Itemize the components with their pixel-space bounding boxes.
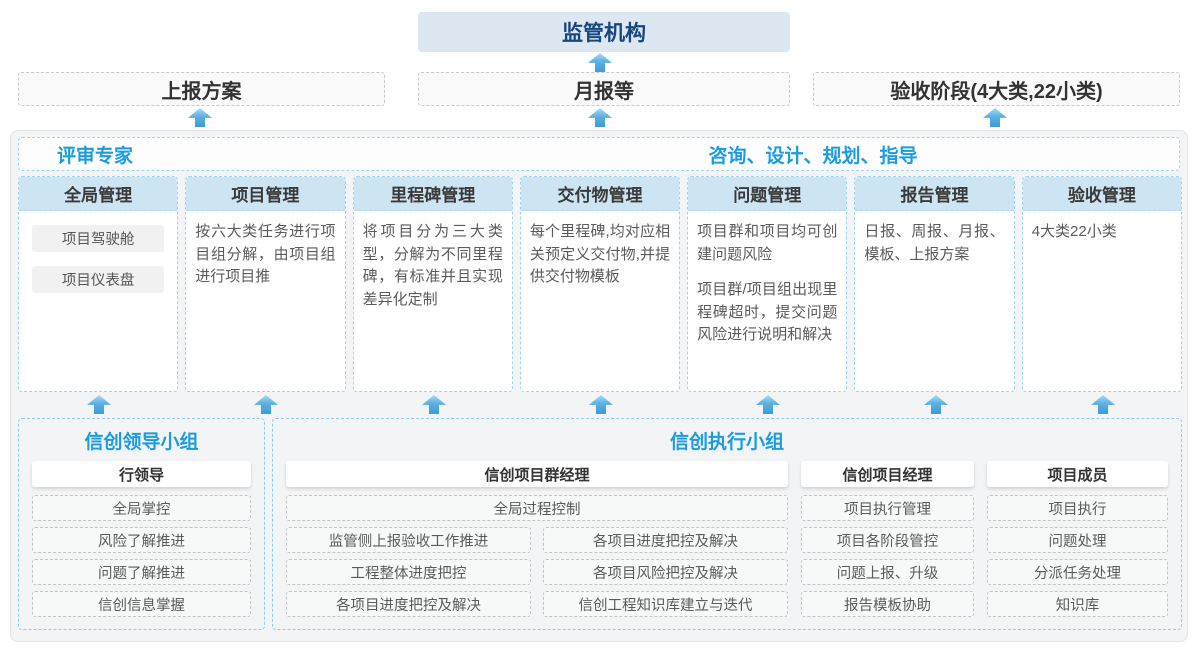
module-description: 4大类22小类 (1023, 211, 1181, 254)
up-arrow-icon (983, 108, 1007, 127)
module-title: 问题管理 (688, 177, 847, 211)
pm-duty-item: 项目执行管理 (801, 495, 974, 521)
role-project-manager: 信创项目经理 (801, 461, 974, 487)
chip-project-cockpit: 项目驾驶舱 (32, 225, 165, 252)
module-description: 每个里程碑,均对应相关预定义交付物,并提供交付物模板 (521, 211, 679, 299)
pgm-duty-column-right: 各项目进度把控及解决 各项目风险把控及解决 信创工程知识库建立与迭代 (543, 521, 788, 617)
project-member-section: 项目成员 项目执行 问题处理 分派任务处理 知识库 (987, 453, 1168, 617)
leader-group: 信创领导小组 行领导 全局掌控 风险了解推进 问题了解推进 信创信息掌握 (18, 418, 265, 630)
pgm-duty-item: 各项目风险把控及解决 (543, 559, 788, 585)
pgm-duty-item: 全局过程控制 (286, 495, 788, 521)
module-title: 里程碑管理 (353, 177, 512, 211)
module-paragraph: 将项目分为三大类型，分解为不同里程碑，有标准并且实现差异化定制 (362, 223, 503, 308)
program-manager-section: 信创项目群经理 全局过程控制 监管侧上报验收工作推进 工程整体进度把控 各项目进… (286, 453, 788, 617)
advisor-strip: 评审专家 咨询、设计、规划、指导 (18, 137, 1180, 171)
module-report-management: 报告管理 日报、周报、月报、模板、上报方案 (854, 176, 1015, 392)
leader-duty-item: 信创信息掌握 (32, 591, 251, 617)
exec-group: 信创执行小组 信创项目群经理 全局过程控制 监管侧上报验收工作推进 工程整体进度… (272, 418, 1182, 630)
module-columns: 全局管理 项目驾驶舱 项目仪表盘 项目管理 按六大类任务进行项目组分解，由项目组… (18, 176, 1182, 392)
module-paragraph: 按六大类任务进行项目组分解，由项目组进行项目推 (195, 223, 336, 285)
up-arrow-icon (188, 108, 212, 127)
pm-duty-item: 问题上报、升级 (801, 559, 974, 585)
module-acceptance-management: 验收管理 4大类22小类 (1021, 176, 1182, 392)
review-experts-title: 评审专家 (57, 145, 134, 167)
role-project-member: 项目成员 (987, 461, 1168, 487)
leader-duty-item: 全局掌控 (32, 495, 251, 521)
leader-duty-item: 风险了解推进 (32, 527, 251, 553)
exec-group-title: 信创执行小组 (669, 431, 784, 453)
module-issue-management: 问题管理 项目群和项目均可创建问题风险 项目群/项目组出现里程碑超时，提交问题风… (687, 176, 848, 392)
member-duty-item: 分派任务处理 (987, 559, 1168, 585)
module-title: 交付物管理 (520, 177, 680, 211)
chip-project-dashboard: 项目仪表盘 (32, 266, 165, 293)
module-title: 验收管理 (1022, 177, 1181, 211)
exec-group-content: 信创项目群经理 全局过程控制 监管侧上报验收工作推进 工程整体进度把控 各项目进… (273, 453, 1181, 617)
pgm-duty-item: 各项目进度把控及解决 (286, 591, 531, 617)
up-arrow-icon (588, 108, 612, 127)
consulting-title: 咨询、设计、规划、指导 (708, 145, 918, 167)
up-arrow-icon (588, 53, 612, 72)
leader-duty-item: 问题了解推进 (32, 559, 251, 585)
member-duty-item: 知识库 (987, 591, 1168, 617)
pgm-duty-item: 监管侧上报验收工作推进 (286, 527, 531, 553)
module-paragraph: 4大类22小类 (1031, 223, 1117, 240)
module-description: 按六大类任务进行项目组分解，由项目组进行项目推 (186, 211, 344, 299)
channel-report-plan: 上报方案 (18, 72, 385, 106)
channel-monthly-report: 月报等 (418, 72, 790, 106)
leader-group-title: 信创领导小组 (84, 431, 199, 453)
module-title: 项目管理 (186, 177, 345, 211)
module-paragraph: 项目群和项目均可创建问题风险 (697, 223, 838, 263)
module-paragraph: 项目群/项目组出现里程碑超时，提交问题风险进行说明和解决 (697, 281, 838, 343)
pgm-duty-column-left: 监管侧上报验收工作推进 工程整体进度把控 各项目进度把控及解决 (286, 521, 531, 617)
member-duty-item: 问题处理 (987, 527, 1168, 553)
module-milestone-management: 里程碑管理 将项目分为三大类型，分解为不同里程碑，有标准并且实现差异化定制 (352, 176, 513, 392)
pgm-duty-item: 信创工程知识库建立与迭代 (543, 591, 788, 617)
pm-duty-item: 报告模板协助 (801, 591, 974, 617)
role-program-manager: 信创项目群经理 (286, 461, 788, 487)
module-paragraph: 每个里程碑,均对应相关预定义交付物,并提供交付物模板 (529, 223, 671, 285)
pgm-duty-columns: 监管侧上报验收工作推进 工程整体进度把控 各项目进度把控及解决 各项目进度把控及… (286, 521, 788, 617)
channel-acceptance-stage: 验收阶段(4大类,22小类) (813, 72, 1180, 106)
member-duty-item: 项目执行 (987, 495, 1168, 521)
pgm-duty-item: 工程整体进度把控 (286, 559, 531, 585)
module-paragraph: 日报、周报、月报、模板、上报方案 (864, 223, 1005, 263)
module-global-management: 全局管理 项目驾驶舱 项目仪表盘 (18, 176, 179, 392)
module-description: 项目群和项目均可创建问题风险 项目群/项目组出现里程碑超时，提交问题风险进行说明… (688, 211, 846, 357)
project-manager-section: 信创项目经理 项目执行管理 项目各阶段管控 问题上报、升级 报告模板协助 (801, 453, 974, 617)
module-project-management: 项目管理 按六大类任务进行项目组分解，由项目组进行项目推 (185, 176, 346, 392)
regulator-box: 监管机构 (418, 12, 790, 52)
pgm-duty-item: 各项目进度把控及解决 (543, 527, 788, 553)
pm-duty-item: 项目各阶段管控 (801, 527, 974, 553)
module-deliverable-management: 交付物管理 每个里程碑,均对应相关预定义交付物,并提供交付物模板 (519, 176, 681, 392)
module-description: 将项目分为三大类型，分解为不同里程碑，有标准并且实现差异化定制 (354, 211, 512, 321)
role-bank-leader: 行领导 (32, 461, 251, 487)
module-title: 报告管理 (855, 177, 1014, 211)
module-description: 日报、周报、月报、模板、上报方案 (855, 211, 1013, 276)
module-title: 全局管理 (19, 177, 178, 211)
